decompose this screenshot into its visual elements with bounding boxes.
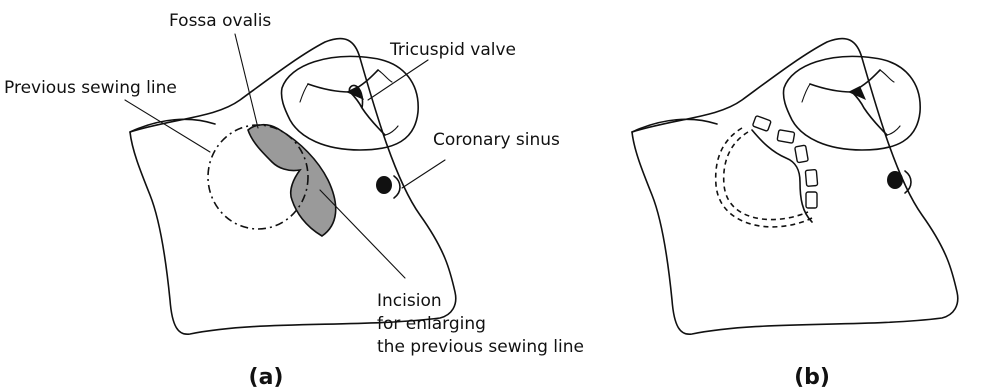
leader-fossa-ovalis [235, 34, 258, 128]
panel-b-coronary-sinus-rim [905, 171, 911, 193]
panel-a-tricuspid-ring [281, 56, 418, 150]
label-incision-line2: for enlarging [377, 314, 486, 334]
label-coronary-sinus: Coronary sinus [433, 130, 560, 150]
panel-a-coronary-sinus-rim [394, 176, 400, 198]
caption-panel-a: (a) [249, 365, 284, 390]
panel-b-patch-outline [752, 130, 812, 222]
pledget [805, 170, 817, 187]
panel-b-tricuspid-ring [783, 56, 920, 150]
panel-b-valve-branch [802, 70, 900, 135]
panel-b-coronary-sinus-ostium [887, 171, 903, 189]
leader-incision [320, 190, 405, 278]
label-previous-sewing-line: Previous sewing line [4, 78, 177, 98]
label-incision-line1: Incision [377, 291, 442, 311]
leader-coronary-sinus [402, 160, 445, 188]
caption-panel-b: (b) [794, 365, 830, 390]
leader-previous-sewing-line [125, 100, 210, 152]
leader-tricuspid-valve [368, 60, 428, 100]
pledget [777, 130, 795, 144]
label-incision-line3: the previous sewing line [377, 337, 584, 357]
panel-a-valve-branch [300, 70, 398, 135]
pledget [806, 192, 817, 208]
panel-b: (b) [632, 39, 958, 390]
panel-a-fossa-ovalis-region [248, 125, 336, 236]
panel-b-heart-outline [632, 39, 958, 335]
pledget [795, 145, 809, 163]
label-tricuspid-valve: Tricuspid valve [389, 40, 516, 60]
panel-a-coronary-sinus-ostium [376, 176, 392, 194]
label-fossa-ovalis: Fossa ovalis [169, 11, 271, 31]
panel-a: Fossa ovalis Tricuspid valve Previous se… [4, 11, 584, 390]
panel-b-pledgets [752, 116, 817, 208]
pledget [752, 116, 771, 132]
